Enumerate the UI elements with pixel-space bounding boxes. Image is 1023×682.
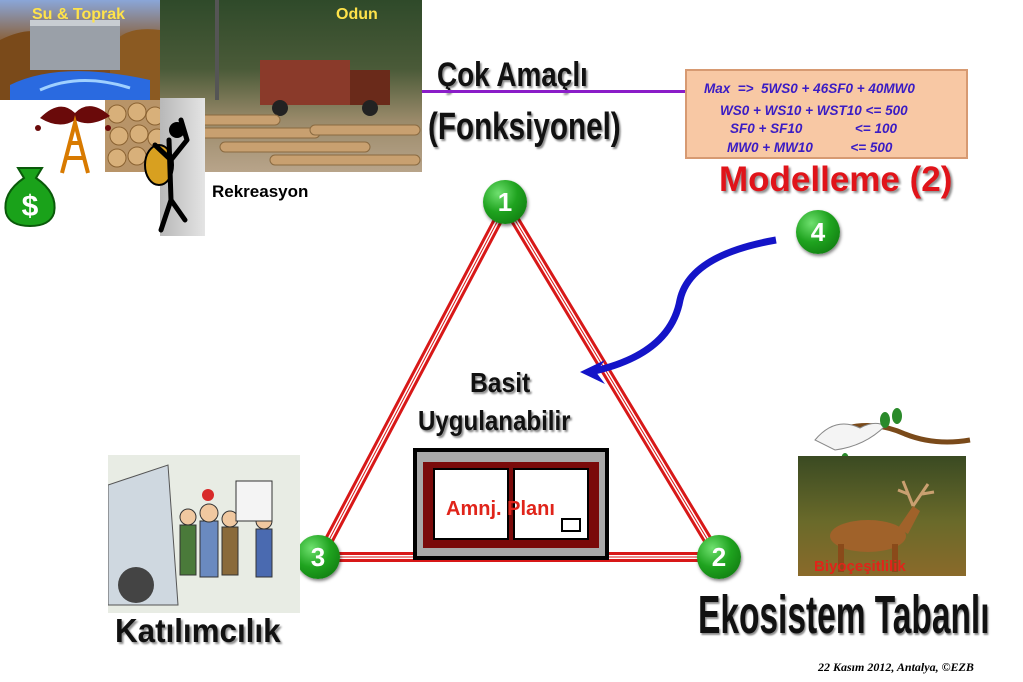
blue-arrow-head xyxy=(580,360,605,384)
oil-well-icon xyxy=(35,106,111,174)
footer-credit: 22 Kasım 2012, Antalya, ©EZB xyxy=(818,660,974,674)
equation-line-4: MW0 + MW10 <= 500 xyxy=(727,140,893,155)
equation-box: Max => 5WS0 + 46SF0 + 40MW0 WS0 + WS10 +… xyxy=(685,69,968,159)
book-label: Amnj. Planı xyxy=(446,498,555,520)
title-line1: Çok Amaçlı xyxy=(437,56,588,94)
blue-arrow xyxy=(589,236,777,376)
su-toprak-label: Su & Toprak xyxy=(32,6,126,23)
basit-label: Basit xyxy=(470,367,531,398)
deer-scene xyxy=(830,480,935,572)
money-bag-icon: $ xyxy=(4,167,56,228)
number-circle-2: 2 xyxy=(697,535,741,579)
water-soil-photo: Su & Toprak xyxy=(0,0,160,100)
climber-icon xyxy=(144,117,190,233)
timber-scene xyxy=(160,0,421,166)
number-circle-4: 4 xyxy=(796,210,840,254)
biyocesitlilik-label: Biyoçeşitlilik xyxy=(814,558,906,575)
equation-line-1: Max => 5WS0 + 46SF0 + 40MW0 xyxy=(704,81,915,96)
uygulanabilir-label: Uygulanabilir xyxy=(418,405,571,436)
people-scene xyxy=(108,464,273,606)
modelleme-label: Modelleme (2) xyxy=(719,160,953,199)
purple-line xyxy=(422,90,685,93)
equation-line-3: SF0 + SF10 <= 100 xyxy=(730,121,897,136)
number-circle-1: 1 xyxy=(483,180,527,224)
management-plan-book xyxy=(413,448,609,560)
participation-illustration xyxy=(108,455,300,613)
dove-branch-icon xyxy=(814,408,971,467)
equation-line-2: WS0 + WS10 + WST10 <= 500 xyxy=(720,103,908,118)
svg-text:$: $ xyxy=(22,190,39,223)
odun-label: Odun xyxy=(336,6,378,23)
title-line2: (Fonksiyonel) xyxy=(428,106,621,148)
katilimcilik-label: Katılımcılık xyxy=(115,612,281,649)
rekreasyon-label: Rekreasyon xyxy=(212,182,309,201)
number-circle-3: 3 xyxy=(296,535,340,579)
dam-illustration xyxy=(0,20,160,100)
deer-photo: Biyoçeşitlilik xyxy=(798,456,966,576)
ekosistem-label: Ekosistem Tabanlı xyxy=(698,585,990,645)
